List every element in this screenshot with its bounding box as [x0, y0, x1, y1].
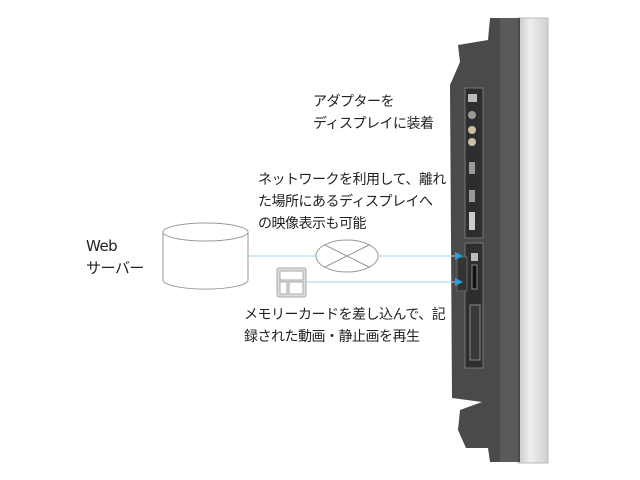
memory-card-icon	[276, 267, 307, 298]
network-label-line: ネットワークを利用して、離れ	[258, 172, 446, 188]
memory-card-label: メモリーカードを差し込んで、記 録された動画・静止画を再生	[244, 304, 446, 348]
web-server-icon	[162, 222, 249, 290]
adapter-label-line: アダプターを	[313, 94, 394, 110]
network-label-line: の映像表示も可能	[258, 216, 366, 232]
adapter-label: アダプターを ディスプレイに装着	[313, 91, 434, 135]
server-label-line: Web	[86, 237, 118, 255]
server-label: Web サーバー	[86, 235, 144, 279]
adapter-label-line: ディスプレイに装着	[313, 116, 434, 132]
display-side-view	[450, 17, 549, 464]
memory-label-line: メモリーカードを差し込んで、記	[244, 307, 446, 323]
network-label-line: た場所にあるディスプレイへ	[258, 194, 433, 210]
card-slot	[471, 264, 478, 290]
server-label-line: サーバー	[86, 259, 144, 277]
network-icon	[315, 239, 379, 273]
lan-port	[471, 253, 478, 261]
memory-label-line: 録された動画・静止画を再生	[244, 329, 420, 345]
network-label: ネットワークを利用して、離れ た場所にあるディスプレイへ の映像表示も可能	[258, 169, 446, 235]
